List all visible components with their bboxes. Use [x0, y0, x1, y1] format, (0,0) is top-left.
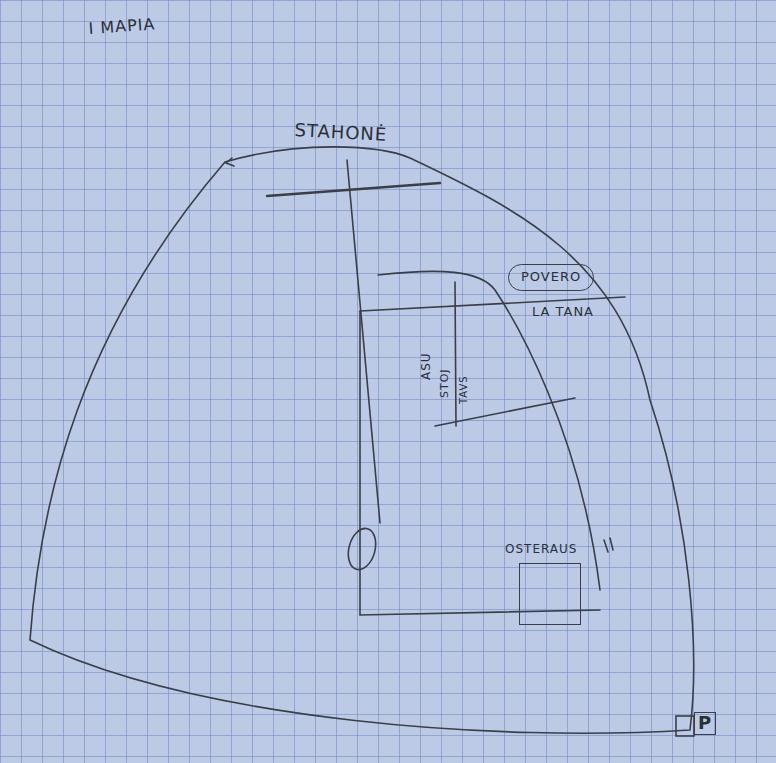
place-label: TAVS: [458, 375, 470, 404]
map-title: I MAPIA: [88, 15, 156, 38]
building-outline: [519, 563, 581, 625]
road: [347, 160, 380, 523]
place-label: LA TANA: [532, 305, 594, 320]
arrow-tip: [226, 158, 234, 166]
place-name: OSTERAUS: [505, 543, 581, 557]
place-name: P: [698, 713, 712, 734]
small-square: [676, 716, 694, 736]
place-label: ASU: [420, 352, 434, 380]
road: [435, 398, 575, 426]
place-label: STAHONĖ: [294, 120, 388, 146]
tick-mark: [604, 538, 613, 552]
road: [455, 282, 456, 426]
place-label: STOJ: [439, 368, 452, 398]
place-name: POVERO: [521, 270, 581, 285]
road: [267, 183, 440, 196]
building-box: OSTERAUS: [505, 543, 581, 625]
road: [378, 271, 600, 590]
place-box: POVERO: [508, 264, 594, 291]
road: [360, 311, 600, 615]
parking-sign: P: [694, 712, 716, 735]
round-mark: [344, 525, 380, 572]
area-outline: [30, 147, 694, 733]
